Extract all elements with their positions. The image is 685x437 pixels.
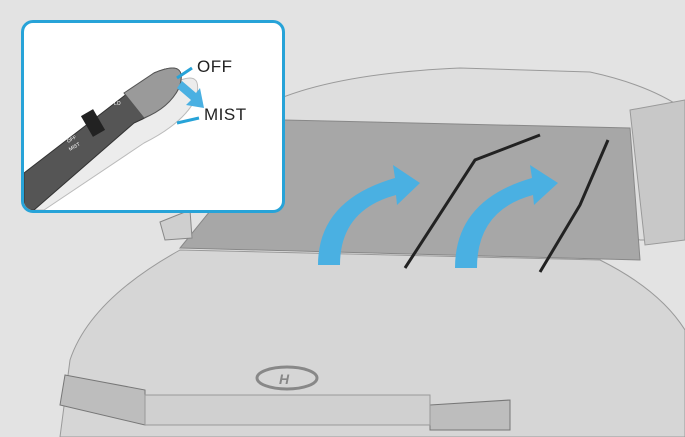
off-position-label: OFF — [197, 57, 233, 76]
stalk-label-mist: MIST — [68, 142, 81, 153]
wiper-stalk-inset: AUTO OFF MIST HI LO OFF MIST — [21, 20, 285, 213]
stalk-label-lo: LO — [114, 101, 121, 107]
wipe-direction-arrow-right — [455, 165, 558, 268]
brand-logo — [255, 365, 319, 391]
wipe-direction-arrow-left — [318, 165, 420, 265]
move-down-arrow-icon — [177, 81, 204, 108]
side-mirror — [159, 209, 193, 241]
stalk-label-hi: HI — [110, 91, 115, 97]
stalk-label-off: OFF — [66, 135, 78, 145]
front-grille-strip — [144, 394, 431, 426]
mist-position-label: MIST — [204, 105, 247, 124]
svg-text:H: H — [279, 371, 290, 387]
left-wiper — [403, 133, 541, 269]
right-headlight — [429, 399, 511, 431]
stalk-label-auto: AUTO — [62, 123, 77, 135]
right-wiper — [538, 139, 610, 273]
right-pillar — [629, 99, 685, 246]
car-hood — [59, 249, 685, 437]
wiper-stalk-illustration: AUTO OFF MIST HI LO — [24, 66, 204, 210]
